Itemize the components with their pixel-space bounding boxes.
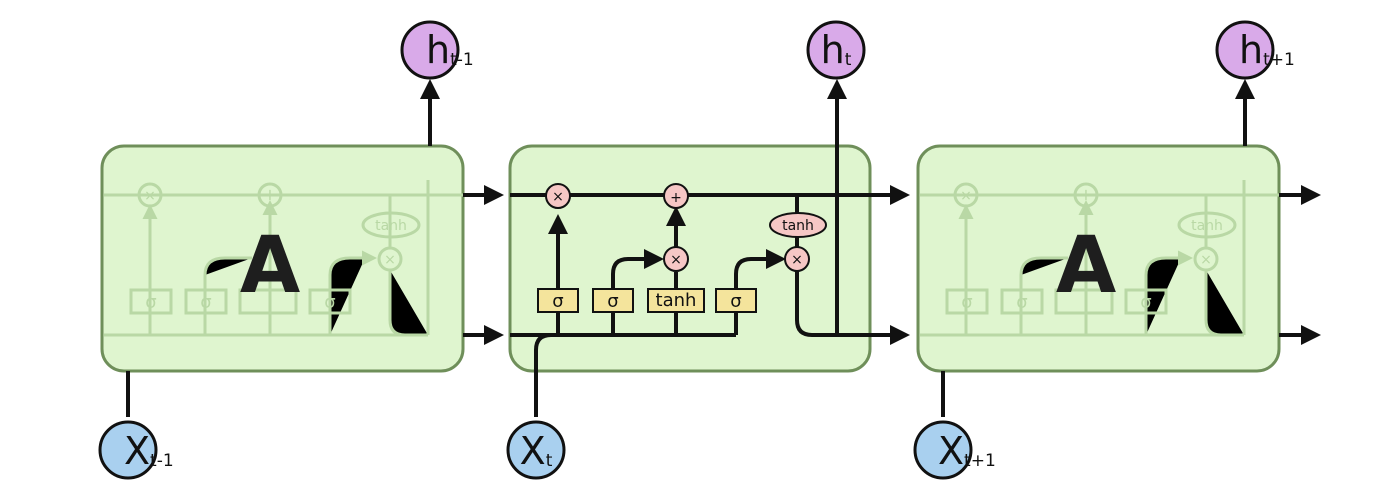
output-multiply-op: × xyxy=(784,246,810,272)
flow-lines xyxy=(126,79,1321,417)
svg-text:ht: ht xyxy=(821,28,852,72)
input-multiply-op: × xyxy=(663,246,689,272)
output-node-h-current: ht xyxy=(806,20,866,80)
svg-text:+: + xyxy=(670,190,682,206)
svg-text:×: × xyxy=(144,188,156,204)
cell-box xyxy=(100,144,465,373)
svg-text:Xt+1: Xt+1 xyxy=(938,429,996,473)
svg-text:tanh: tanh xyxy=(375,218,407,234)
svg-text:×: × xyxy=(1200,252,1212,268)
cell-tanh-op: tanh xyxy=(769,212,827,238)
forget-gate-layer: σ xyxy=(537,288,579,313)
svg-text:×: × xyxy=(670,252,682,268)
svg-text:tanh: tanh xyxy=(1191,218,1223,234)
output-node-h-next: ht+1 xyxy=(1215,20,1295,80)
gate-layers: σ σ tanh σ xyxy=(537,288,757,313)
output-node-h-prev: ht-1 xyxy=(400,20,474,80)
svg-text:+: + xyxy=(1079,185,1092,204)
svg-text:σ: σ xyxy=(200,292,211,313)
cell-label: A xyxy=(1056,221,1116,311)
output-gate-layer: σ xyxy=(715,288,757,313)
svg-text:ht-1: ht-1 xyxy=(426,28,474,72)
svg-text:σ: σ xyxy=(552,291,563,312)
input-node-x-current: Xt xyxy=(506,420,566,480)
cell-box xyxy=(916,144,1281,373)
lstm-cell-next: σ σ σ × + × tanh A xyxy=(916,144,1281,373)
svg-text:σ: σ xyxy=(961,292,972,313)
svg-text:σ: σ xyxy=(324,292,335,313)
svg-text:tanh: tanh xyxy=(782,218,814,234)
lstm-cell-current xyxy=(508,144,872,373)
svg-text:×: × xyxy=(552,189,564,205)
cell-box xyxy=(508,144,872,373)
svg-text:Xt-1: Xt-1 xyxy=(124,429,174,473)
ghost-internals: σ σ σ × + × tanh xyxy=(920,180,1279,337)
input-gate-layer: σ xyxy=(592,288,634,313)
candidate-tanh-layer: tanh xyxy=(647,288,705,313)
ghost-internals: σ σ σ × + × tanh xyxy=(104,180,463,337)
input-node-x-prev: Xt-1 xyxy=(98,420,174,480)
svg-text:σ: σ xyxy=(607,291,618,312)
svg-text:+: + xyxy=(263,185,276,204)
pointwise-ops: × + × × tanh xyxy=(545,183,827,272)
forget-multiply-op: × xyxy=(545,183,571,209)
cell-add-op: + xyxy=(663,183,689,209)
svg-text:σ: σ xyxy=(145,292,156,313)
svg-text:σ: σ xyxy=(1016,292,1027,313)
svg-text:σ: σ xyxy=(1140,292,1151,313)
input-node-x-next: Xt+1 xyxy=(913,420,996,480)
svg-text:×: × xyxy=(384,252,396,268)
svg-text:Xt: Xt xyxy=(520,429,553,473)
svg-text:σ: σ xyxy=(730,291,741,312)
lstm-cell-prev: σ σ σ × + × tanh A xyxy=(100,144,465,373)
svg-text:×: × xyxy=(960,188,972,204)
cell-label: A xyxy=(240,221,300,311)
svg-text:×: × xyxy=(791,252,803,268)
svg-text:ht+1: ht+1 xyxy=(1239,28,1295,72)
svg-text:tanh: tanh xyxy=(656,290,697,311)
